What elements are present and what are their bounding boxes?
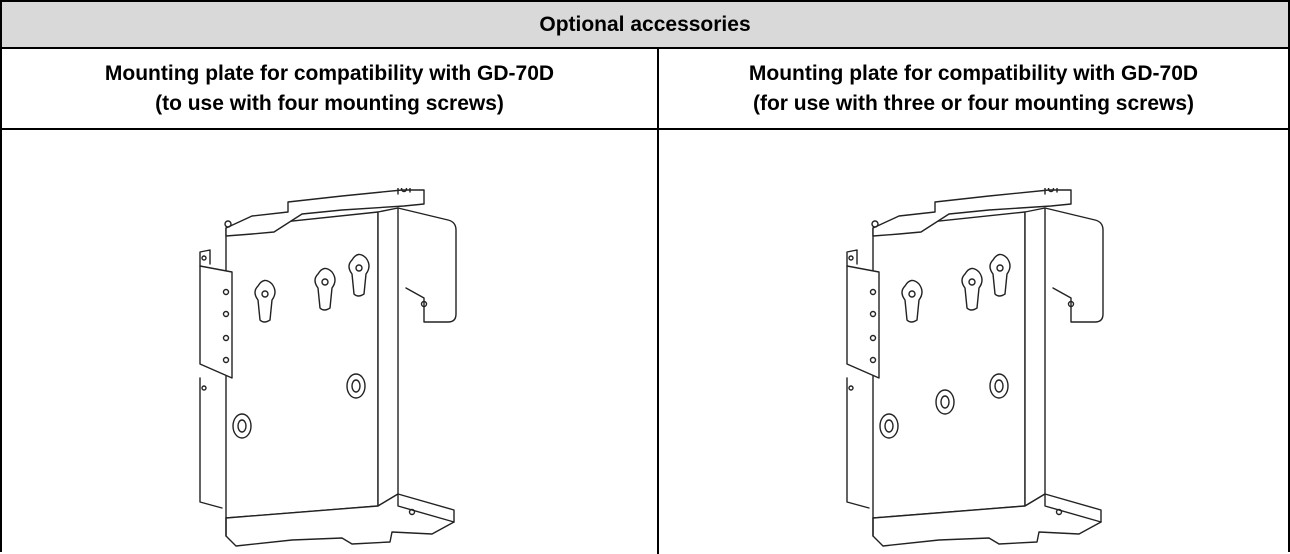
image-cell-three-or-four-screws: [659, 130, 1288, 554]
mounting-plate-three-or-four-screws-illustration: [846, 188, 1104, 547]
column-header-line1: Mounting plate for compatibility with GD…: [104, 61, 555, 85]
image-row: [2, 130, 1288, 554]
column-header-line1: Mounting plate for compatibility with GD…: [748, 61, 1199, 85]
mounting-plate-four-screws-illustration: [199, 188, 457, 547]
column-header-four-screws: Mounting plate for compatibility with GD…: [2, 49, 659, 128]
column-header-line2: (for use with three or four mounting scr…: [752, 91, 1195, 115]
column-header-row: Mounting plate for compatibility with GD…: [2, 49, 1288, 130]
table-title: Optional accessories: [2, 2, 1288, 49]
column-header-three-or-four-screws: Mounting plate for compatibility with GD…: [659, 49, 1288, 128]
table-title-text: Optional accessories: [539, 12, 751, 36]
column-header-line2: (to use with four mounting screws): [155, 91, 504, 115]
image-cell-four-screws: [2, 130, 659, 554]
